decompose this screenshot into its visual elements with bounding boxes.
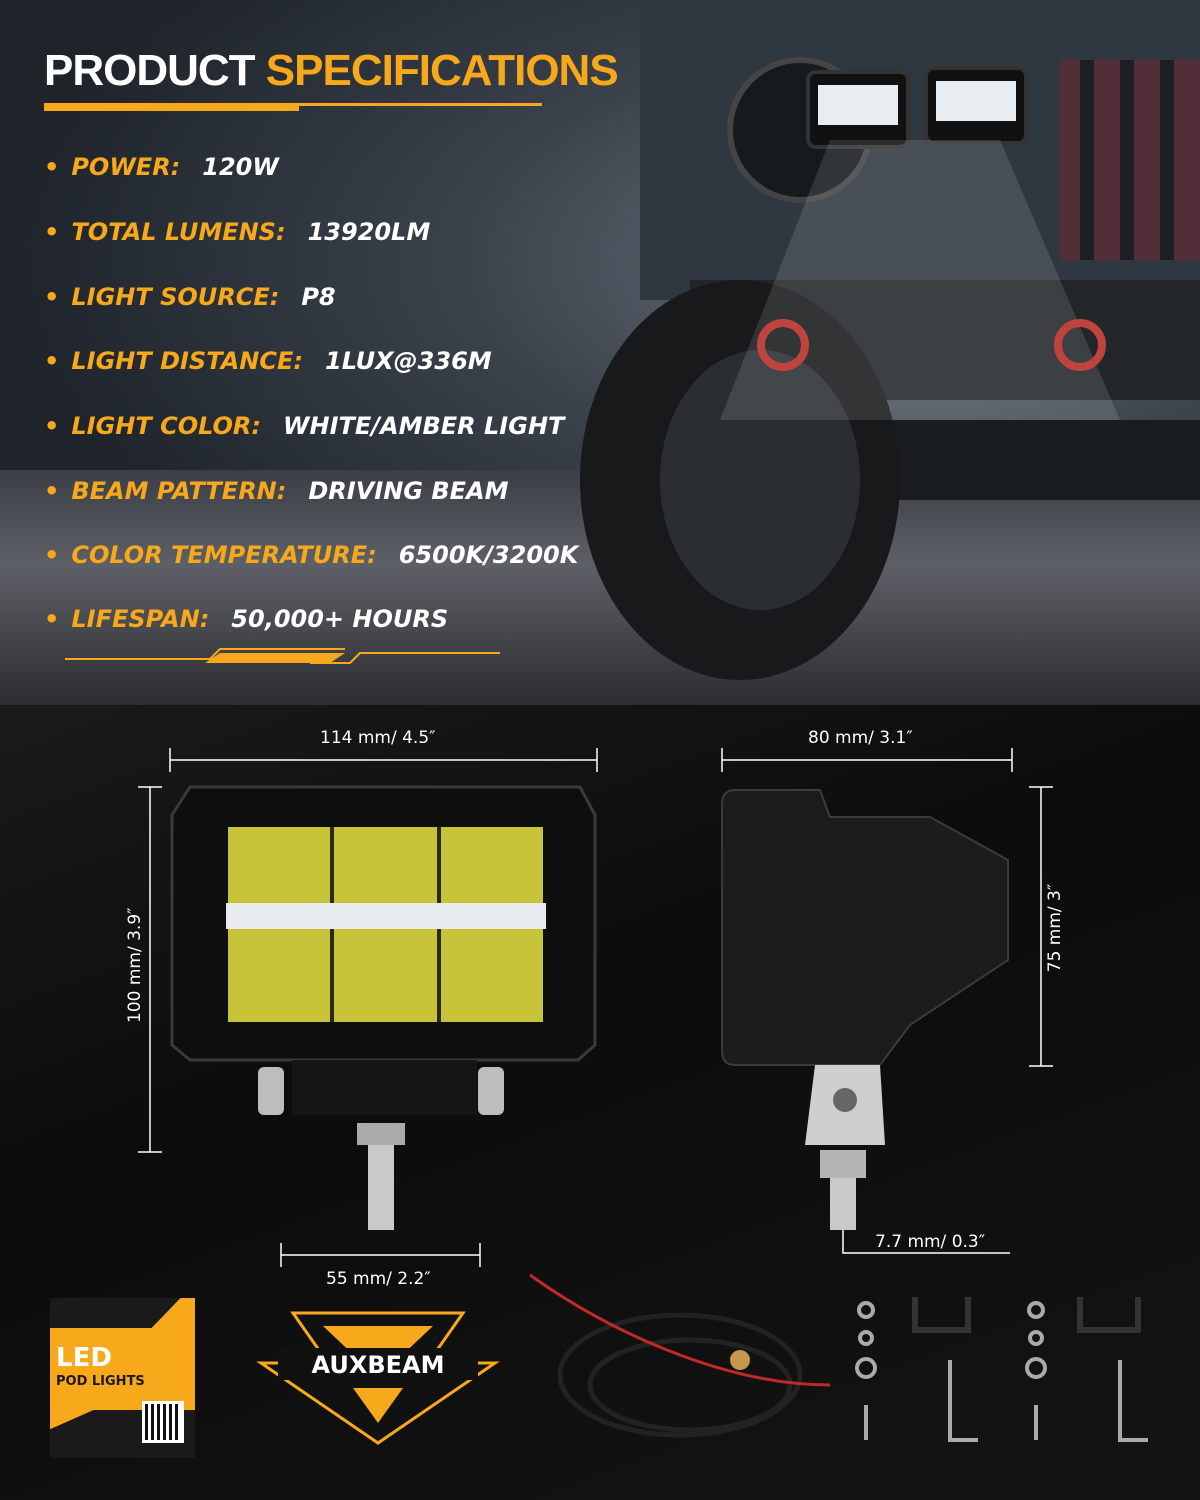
spec-value: 13920LM	[307, 218, 431, 246]
spec-value: P8	[301, 283, 336, 311]
spec-label: POWER:	[71, 153, 181, 181]
bracket-width-label: 55 mm/ 2.2″	[326, 1269, 431, 1289]
side-light	[721, 789, 1009, 1230]
bullet-icon: •	[44, 412, 60, 440]
spec-label: BEAM PATTERN:	[71, 477, 287, 505]
front-width-label: 114 mm/ 4.5″	[320, 728, 436, 748]
bullet-icon: •	[44, 218, 60, 246]
spec-label: LIGHT SOURCE:	[71, 283, 280, 311]
spec-total-lumens: • TOTAL LUMENS: 13920LM	[44, 218, 430, 246]
spec-label: COLOR TEMPERATURE:	[71, 541, 377, 569]
spec-label: LIFESPAN:	[71, 605, 210, 633]
bullet-icon: •	[44, 541, 60, 569]
bullet-icon: •	[44, 477, 60, 505]
title-white: PRODUCT	[44, 46, 256, 95]
wiring-harness	[529, 1273, 831, 1438]
hero-photo	[0, 0, 1200, 705]
title-underline	[44, 103, 542, 106]
jeep-illustration	[580, 0, 1200, 680]
package-led: LED	[56, 1343, 112, 1373]
spec-power: • POWER: 120W	[44, 153, 279, 181]
auxbeam-logo: AUXBEAM	[256, 1311, 500, 1445]
front-light	[170, 785, 597, 1230]
spec-value: 1LUX@336M	[325, 347, 492, 375]
spec-beam-pattern: • BEAM PATTERN: DRIVING BEAM	[44, 477, 508, 505]
spec-label: LIGHT COLOR:	[71, 412, 262, 440]
bullet-icon: •	[44, 283, 60, 311]
spec-label: TOTAL LUMENS:	[71, 218, 286, 246]
bullet-icon: •	[44, 347, 60, 375]
bullet-icon: •	[44, 605, 60, 633]
title-underline-accent	[44, 106, 299, 111]
spec-value: 50,000+ HOURS	[231, 605, 449, 633]
qr-code	[142, 1401, 184, 1443]
spec-lifespan: • LIFESPAN: 50,000+ HOURS	[44, 605, 448, 633]
side-height-label: 75 mm/ 3″	[1045, 883, 1065, 973]
spec-value: 6500K/3200K	[398, 541, 579, 569]
mounting-hardware	[855, 1297, 1148, 1442]
dimension-drawing	[138, 748, 1148, 1442]
svg-text:AUXBEAM: AUXBEAM	[312, 1351, 445, 1379]
spec-value: DRIVING BEAM	[308, 477, 509, 505]
title-orange: SPECIFICATIONS	[265, 46, 619, 95]
page-title: PRODUCT SPECIFICATIONS	[44, 46, 619, 96]
spec-color-temperature: • COLOR TEMPERATURE: 6500K/3200K	[44, 541, 578, 569]
side-width-label: 80 mm/ 3.1″	[808, 728, 913, 748]
spec-light-distance: • LIGHT DISTANCE: 1LUX@336M	[44, 347, 492, 375]
front-height-label: 100 mm/ 3.9″	[125, 907, 145, 1024]
spec-value: 120W	[202, 153, 279, 181]
decorative-underline	[65, 648, 500, 664]
bolt-label: 7.7 mm/ 0.3″	[875, 1232, 986, 1252]
package-pod-lights: POD LIGHTS	[56, 1374, 145, 1389]
spec-value: WHITE/AMBER LIGHT	[283, 412, 565, 440]
spec-light-source: • LIGHT SOURCE: P8	[44, 283, 336, 311]
spec-label: LIGHT DISTANCE:	[71, 347, 303, 375]
bullet-icon: •	[44, 153, 60, 181]
package-box: LED POD LIGHTS	[50, 1298, 195, 1458]
spec-light-color: • LIGHT COLOR: WHITE/AMBER LIGHT	[44, 412, 564, 440]
